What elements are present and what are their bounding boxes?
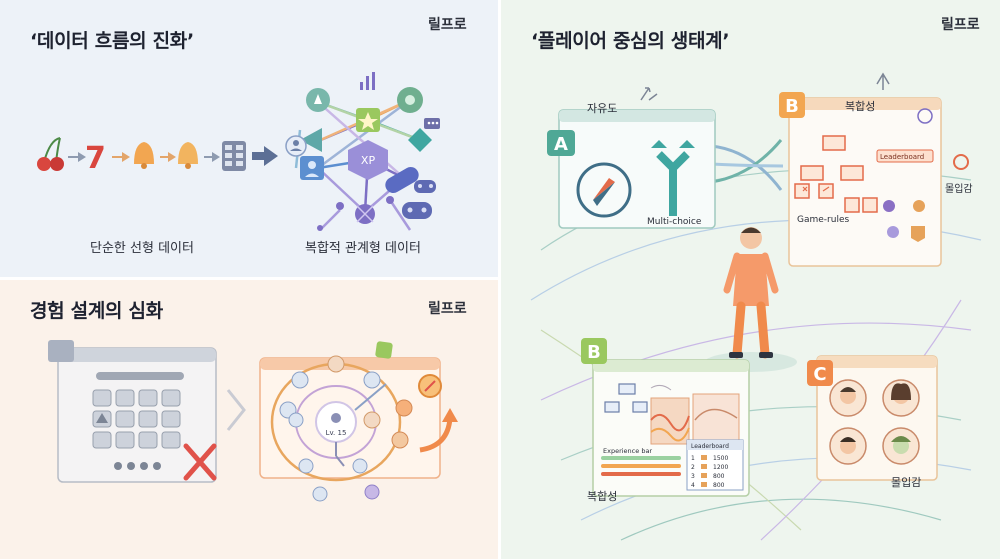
leaderboard-rank: 2 bbox=[691, 464, 695, 471]
level-label: Lv. 15 bbox=[326, 429, 347, 437]
skill-nodes bbox=[279, 341, 442, 502]
data-flow-illustration: 7 bbox=[37, 72, 440, 231]
card-b-bottom-letter: B bbox=[587, 342, 601, 363]
bell-icon bbox=[178, 142, 198, 169]
chevron-right-icon bbox=[226, 389, 246, 431]
experience-bar-label: Experience bar bbox=[603, 447, 652, 455]
xp-label: XP bbox=[361, 154, 376, 167]
panel-title: ‘데이터 흐름의 진화’ bbox=[30, 30, 194, 52]
player-ecosystem-panel: ‘플레이어 중심의 생태계’ 릴프로 A bbox=[501, 0, 1000, 559]
side-label: 몰입감 bbox=[945, 182, 973, 195]
card-a-label: 자유도 bbox=[587, 102, 617, 115]
leaderboard-score: 1200 bbox=[713, 464, 728, 471]
card-c bbox=[816, 355, 938, 481]
card-b-top-letter: B bbox=[785, 96, 799, 117]
compass-icon bbox=[576, 162, 632, 218]
leaderboard-score: 800 bbox=[713, 473, 725, 480]
brand-label: 릴프로 bbox=[428, 301, 467, 317]
card-a-badge bbox=[547, 130, 575, 156]
card-b-top bbox=[788, 97, 942, 267]
card-b-bottom-badge bbox=[581, 338, 607, 364]
gamepad-icon bbox=[414, 180, 436, 193]
leaderboard-rank: 1 bbox=[691, 455, 695, 462]
node-icon bbox=[306, 88, 330, 112]
skill-tree-window: Lv. 15 bbox=[259, 357, 441, 482]
dot-node bbox=[317, 196, 394, 231]
panel-title: 경험 설계의 심화 bbox=[30, 300, 163, 322]
experience-design-panel: 경험 설계의 심화 릴프로 Lv. 15 bbox=[0, 280, 498, 559]
card-b-bottom-label: 복합성 bbox=[587, 490, 617, 503]
card-b-top-text: Game-rules bbox=[797, 215, 849, 225]
user-node-icon bbox=[285, 135, 307, 157]
arrow-icon bbox=[252, 146, 278, 166]
bar-chart-icon bbox=[360, 72, 375, 90]
brand-label: 릴프로 bbox=[941, 17, 980, 33]
leaderboard-rows: 1 1500 2 1200 3 800 4 800 bbox=[691, 455, 728, 489]
spider-node-icon bbox=[355, 204, 375, 224]
panel-title: ‘플레이어 중심의 생태계’ bbox=[531, 30, 730, 52]
leaderboard-score: 1500 bbox=[713, 455, 728, 462]
dot-indicators bbox=[114, 462, 161, 470]
card-a-text: Multi-choice bbox=[647, 217, 702, 227]
calendar-icon bbox=[48, 340, 74, 362]
card-b-top-label: 복합성 bbox=[845, 100, 875, 113]
arrow-icon bbox=[160, 152, 176, 162]
avatar bbox=[829, 427, 867, 465]
card-a-letter: A bbox=[554, 134, 568, 155]
card-b-bottom bbox=[592, 359, 750, 497]
gamepad-icon bbox=[402, 202, 432, 219]
crossing-arrows bbox=[710, 139, 784, 191]
linear-caption: 단순한 선형 데이터 bbox=[90, 241, 194, 256]
arrow-icon bbox=[204, 152, 220, 162]
star-node-icon bbox=[356, 108, 380, 132]
leaderboard-rank: 3 bbox=[691, 473, 695, 480]
card-c-label: 몰입감 bbox=[891, 476, 921, 489]
brand-label: 릴프로 bbox=[428, 17, 467, 33]
grid-block-icon bbox=[222, 141, 246, 171]
profile-card-icon bbox=[300, 156, 324, 180]
direction-icon bbox=[876, 72, 890, 90]
leaderboard-score: 800 bbox=[713, 482, 725, 489]
avatar bbox=[882, 427, 920, 465]
arrow-icon bbox=[112, 152, 130, 162]
chat-icon bbox=[424, 118, 440, 129]
card-b-top-badge bbox=[779, 92, 805, 118]
avatar bbox=[829, 379, 867, 417]
capsule-icon bbox=[385, 167, 419, 193]
relational-caption: 복합적 관계형 데이터 bbox=[305, 241, 421, 256]
cherry-icon bbox=[37, 137, 64, 171]
multi-choice-arrows-icon bbox=[656, 151, 690, 216]
player-figure bbox=[705, 227, 797, 372]
diamond-node-icon bbox=[408, 128, 432, 152]
triangle-icon bbox=[96, 413, 108, 423]
cross-icon bbox=[183, 443, 217, 481]
card-b-top-badge-text: Leaderboard bbox=[880, 153, 924, 161]
arrow-icon bbox=[68, 152, 86, 162]
seven-icon: 7 bbox=[85, 141, 106, 176]
target-icon bbox=[953, 154, 969, 170]
triangle-node-icon bbox=[300, 128, 322, 152]
experience-design-illustration: Lv. 15 bbox=[48, 340, 458, 502]
growth-arrow bbox=[419, 417, 453, 453]
direction-icon bbox=[640, 87, 658, 101]
slot-grid bbox=[92, 389, 181, 449]
card-c-badge bbox=[807, 360, 833, 386]
atom-icon bbox=[917, 108, 933, 124]
bell-icon bbox=[134, 142, 154, 169]
trophy-icon bbox=[701, 455, 707, 487]
leaderboard-rank: 4 bbox=[691, 482, 695, 489]
ecosystem-illustration: A 자유도 Multi-choice B 복합성 Leaderboard Gam… bbox=[530, 72, 982, 541]
arrow-head-icon bbox=[442, 408, 458, 422]
leaderboard-title: Leaderboard bbox=[691, 443, 729, 450]
xp-hexagon: XP bbox=[348, 140, 388, 180]
card-c-letter: C bbox=[813, 364, 826, 385]
gear-node-icon bbox=[397, 87, 423, 113]
card-a bbox=[558, 109, 716, 229]
avatar bbox=[882, 379, 920, 417]
data-flow-panel: ‘데이터 흐름의 진화’ 릴프로 7 bbox=[0, 0, 498, 277]
